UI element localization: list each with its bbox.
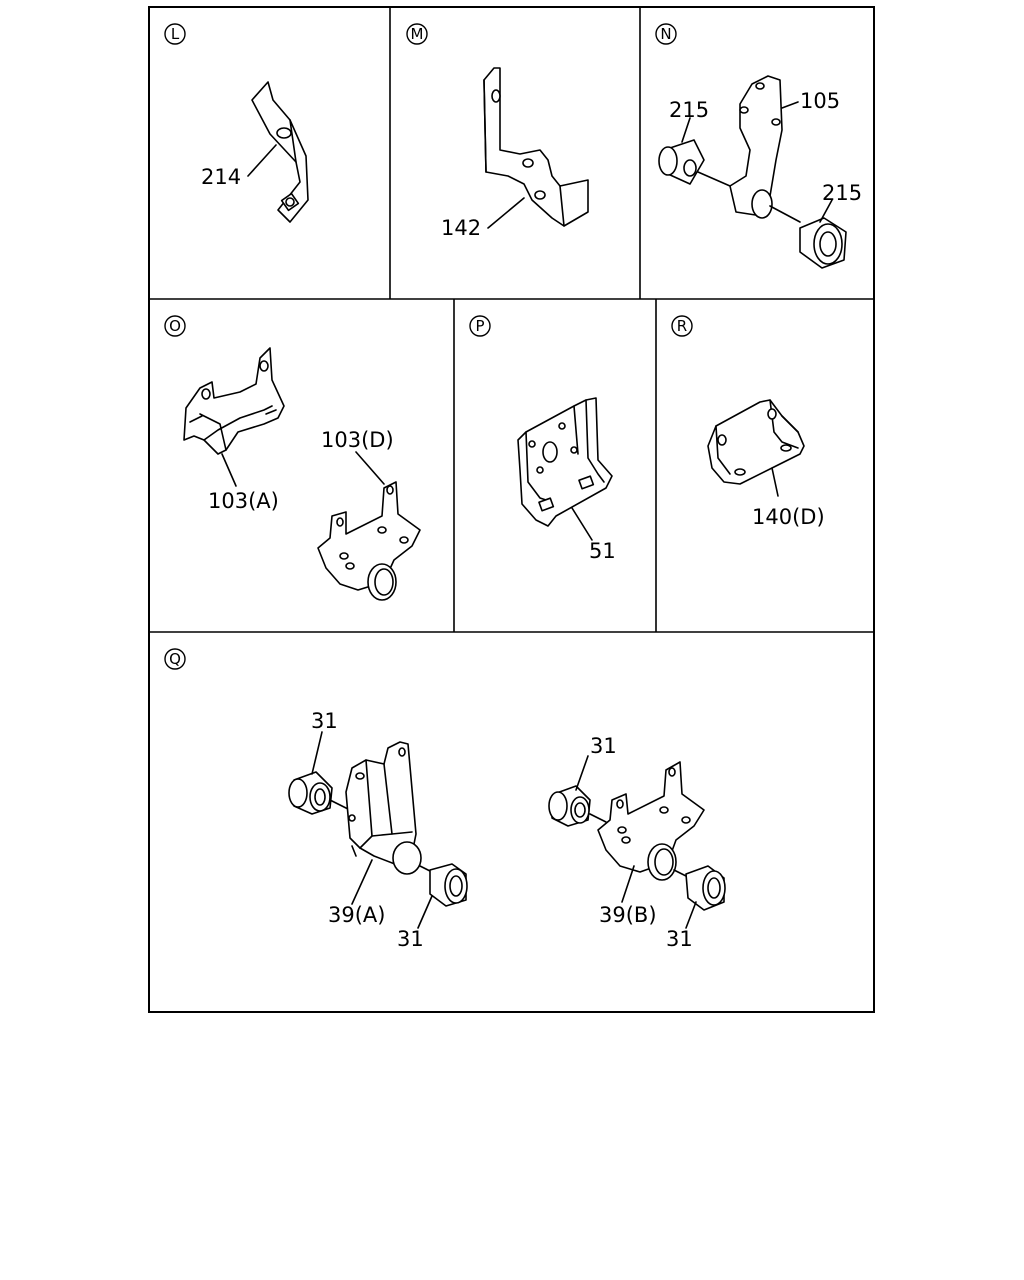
diagram-frame bbox=[148, 6, 875, 1013]
panel-q-marker: Q bbox=[164, 648, 186, 670]
panel-o: O 103(A) 103(D) bbox=[164, 315, 421, 601]
bushing-part-31-lower-right bbox=[685, 865, 726, 911]
bracket-part-39b bbox=[597, 761, 705, 881]
bracket-part-142 bbox=[483, 67, 589, 227]
leader-line bbox=[621, 865, 635, 903]
svg-text:R: R bbox=[677, 317, 687, 335]
leader-line bbox=[311, 731, 323, 775]
svg-text:M: M bbox=[411, 25, 424, 43]
leader-line bbox=[487, 197, 525, 229]
svg-text:Q: Q bbox=[169, 650, 181, 668]
part-label-215: 215 bbox=[669, 98, 709, 122]
leader-line bbox=[781, 101, 799, 109]
leader-line bbox=[351, 859, 373, 905]
assembly-line bbox=[589, 813, 607, 823]
bracket-part-39a bbox=[345, 741, 422, 875]
part-label-215: 215 bbox=[822, 181, 862, 205]
bracket-part-103d bbox=[317, 481, 421, 601]
panel-o-marker: O bbox=[164, 315, 186, 337]
leader-line bbox=[417, 895, 433, 929]
panel-l: L 214 bbox=[164, 23, 309, 223]
leader-line bbox=[681, 117, 691, 143]
bushing-part-31-lower-left bbox=[429, 863, 468, 907]
panel-q: Q 31 39(A) bbox=[164, 648, 726, 951]
leader-line bbox=[819, 199, 833, 223]
bracket-part-140d bbox=[707, 399, 805, 485]
panel-p-marker: P bbox=[469, 315, 491, 337]
part-label-105: 105 bbox=[800, 89, 840, 113]
assembly-line bbox=[697, 171, 731, 187]
leader-line bbox=[571, 507, 593, 541]
svg-text:P: P bbox=[475, 317, 484, 335]
svg-text:L: L bbox=[171, 25, 180, 43]
part-label-103d: 103(D) bbox=[321, 428, 394, 452]
part-label-31: 31 bbox=[590, 734, 617, 758]
bushing-part-215-right bbox=[799, 217, 847, 269]
svg-text:N: N bbox=[660, 25, 671, 43]
part-label-39a: 39(A) bbox=[328, 903, 385, 927]
panel-p: P 51 bbox=[469, 315, 616, 563]
part-label-31: 31 bbox=[666, 927, 693, 951]
leader-line bbox=[355, 451, 385, 485]
part-label-31: 31 bbox=[311, 709, 338, 733]
bracket-part-214 bbox=[251, 81, 309, 223]
bushing-part-31-upper-right bbox=[548, 785, 591, 827]
part-label-214: 214 bbox=[201, 165, 241, 189]
part-label-142: 142 bbox=[441, 216, 481, 240]
panel-n-marker: N bbox=[655, 23, 677, 45]
part-label-140d: 140(D) bbox=[752, 505, 825, 529]
leader-line bbox=[247, 144, 277, 177]
svg-text:O: O bbox=[169, 317, 181, 335]
bracket-part-103a bbox=[183, 347, 285, 455]
part-label-39b: 39(B) bbox=[599, 903, 657, 927]
panel-r-marker: R bbox=[671, 315, 693, 337]
part-label-31: 31 bbox=[397, 927, 424, 951]
assembly-line bbox=[769, 205, 801, 223]
bracket-part-105 bbox=[729, 75, 783, 219]
panel-r: R 140(D) bbox=[671, 315, 825, 529]
leader-line bbox=[771, 467, 779, 497]
part-label-103a: 103(A) bbox=[208, 489, 279, 513]
bracket-part-51 bbox=[517, 397, 613, 527]
panel-m: M 142 bbox=[406, 23, 589, 240]
part-label-51: 51 bbox=[589, 539, 616, 563]
bushing-part-215-left bbox=[658, 139, 705, 185]
panel-l-marker: L bbox=[164, 23, 186, 45]
panel-m-marker: M bbox=[406, 23, 428, 45]
panel-n: N 215 105 215 bbox=[655, 23, 862, 269]
leader-line bbox=[221, 453, 237, 487]
bushing-part-31-upper-left bbox=[288, 771, 333, 815]
leader-line bbox=[575, 755, 589, 791]
leader-line bbox=[685, 901, 697, 929]
